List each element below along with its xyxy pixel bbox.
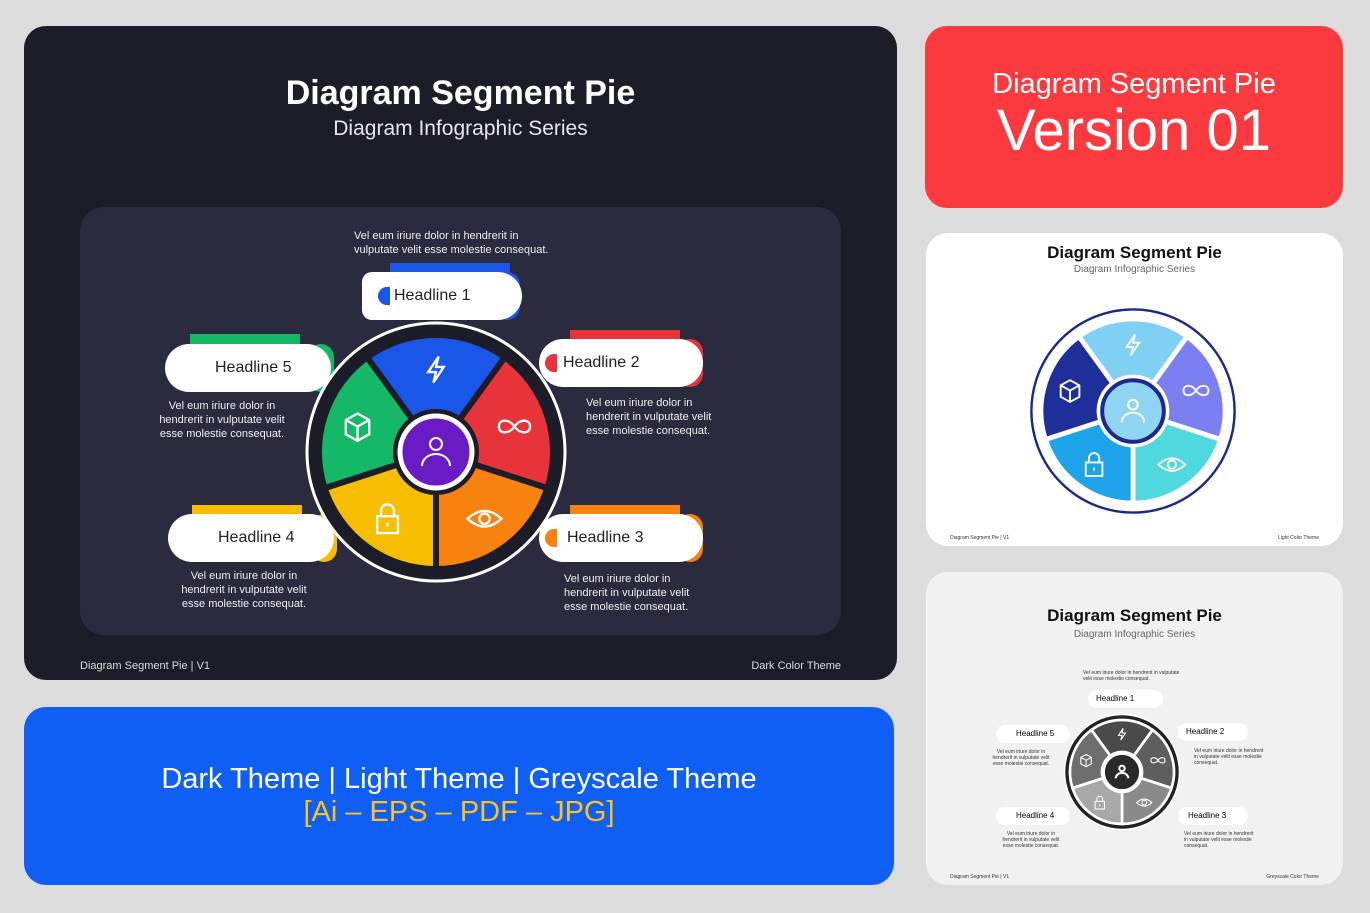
footer-right: Light Color Theme — [1277, 535, 1319, 541]
pie-segment-3 — [433, 460, 552, 573]
pie-segment-3 — [1130, 418, 1224, 506]
bolt-icon — [426, 355, 446, 384]
greyscale-theme-preview: Diagram Segment Pie Diagram Infographic … — [926, 572, 1343, 885]
headline-text: Headline 5 — [215, 359, 292, 376]
description-2: Vel eum iriure dolor in hendrerit in vul… — [1194, 748, 1264, 766]
headline-3-label: Headline 3 — [1178, 807, 1248, 825]
headline-text: Headline 4 — [218, 529, 295, 546]
version-number: Version 01 — [996, 98, 1272, 163]
segment-pie — [1030, 308, 1236, 514]
eye-icon — [465, 509, 504, 528]
headline-text: Headline 2 — [563, 354, 640, 371]
headline-2-label: Headline 2 — [1178, 723, 1248, 741]
headline-5-label: Headline 5 — [165, 344, 331, 392]
description-1: Vel eum iriure dolor in hendrerit in vul… — [354, 230, 549, 256]
user-icon — [421, 437, 451, 467]
pie-segment-5 — [1068, 728, 1113, 790]
eye-icon — [1157, 457, 1187, 472]
description-4: Vel eum iriure dolor in hendrerit in vul… — [1002, 831, 1060, 849]
footer-left: Diagram Segment Pie | V1 — [950, 535, 1010, 541]
headline-1-label: Headline 1 — [362, 272, 522, 320]
subtitle: Diagram Infographic Series — [1073, 629, 1196, 640]
footer-right: Greyscale Color Theme — [1266, 874, 1319, 880]
headline-4-label: Headline 4 — [996, 807, 1070, 825]
pie-segment-2 — [1149, 333, 1228, 443]
title: Diagram Segment Pie — [1047, 243, 1222, 262]
format-list: [Ai – EPS – PDF – JPG] — [303, 796, 615, 828]
eye-icon — [1135, 798, 1153, 807]
light-theme-preview: Diagram Segment Pie Diagram Infographic … — [926, 233, 1343, 546]
subtitle: Diagram Infographic Series — [1073, 264, 1196, 275]
subtitle: Diagram Infographic Series — [333, 117, 588, 140]
pie-hub — [1100, 378, 1166, 444]
title: Diagram Segment Pie — [285, 74, 636, 112]
title: Diagram Segment Pie — [1047, 606, 1222, 625]
description-3: Vel eum iriure dolor in hendrerit in vul… — [564, 573, 690, 613]
lock-icon — [1084, 452, 1104, 477]
description-1: Vel eum iriure dolor in hendrerit in vul… — [1083, 670, 1180, 682]
headline-1-label: Headline 1 — [1088, 690, 1163, 708]
cube-icon — [1059, 379, 1081, 404]
pie-segment-5 — [1038, 333, 1117, 443]
description-2: Vel eum iriure dolor in hendrerit in vul… — [586, 397, 712, 437]
footer-right: Dark Color Theme — [751, 660, 841, 672]
version-banner: Diagram Segment Pie Version 01 — [925, 26, 1343, 208]
bolt-icon — [1117, 728, 1127, 741]
description-5: Vel eum iriure dolor in hendrerit in vul… — [159, 400, 285, 440]
footer-left: Diagram Segment Pie | V1 — [950, 874, 1010, 880]
headline-2-label: Headline 2 — [539, 339, 703, 387]
headline-4-label: Headline 4 — [168, 514, 334, 562]
infinity-icon — [497, 419, 532, 434]
segment-pie — [190, 263, 703, 583]
user-icon — [1114, 764, 1130, 779]
headline-3-label: Headline 3 — [539, 514, 703, 562]
lock-icon — [1094, 795, 1105, 810]
description-3: Vel eum iriure dolor in hendrerit in vul… — [1184, 831, 1254, 849]
cube-icon — [1080, 753, 1092, 768]
infinity-icon — [1182, 384, 1210, 397]
lock-icon — [375, 503, 400, 535]
dark-theme-preview: Diagram Segment Pie Diagram Infographic … — [24, 26, 897, 680]
headline-text: Headline 1 — [394, 287, 471, 304]
user-icon — [1120, 398, 1146, 423]
description-4: Vel eum iriure dolor in hendrerit in vul… — [181, 570, 307, 610]
bolt-icon — [1125, 333, 1141, 356]
pie-segment-2 — [455, 353, 556, 492]
headline-5-label: Headline 5 — [996, 725, 1070, 743]
headline-text: Headline 3 — [567, 529, 644, 546]
version-product-name: Diagram Segment Pie — [992, 68, 1276, 100]
theme-list: Dark Theme | Light Theme | Greyscale The… — [161, 763, 757, 795]
infinity-icon — [1150, 757, 1166, 764]
theme-banner: Dark Theme | Light Theme | Greyscale The… — [24, 707, 894, 885]
headline-5-tab — [190, 334, 300, 346]
segment-pie — [1063, 713, 1181, 831]
footer-left: Diagram Segment Pie | V1 — [80, 660, 211, 672]
description-5: Vel eum iriure dolor in hendrerit in vul… — [992, 749, 1050, 767]
pie-hub — [397, 413, 475, 491]
cube-icon — [344, 412, 371, 443]
